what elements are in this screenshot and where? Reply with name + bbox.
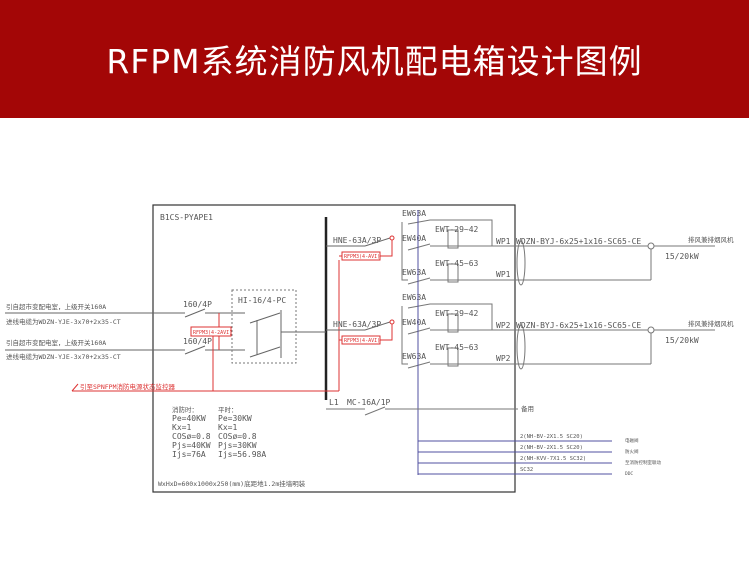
motor-terminal-icon (647, 242, 655, 250)
motor-terminal-icon (647, 326, 655, 334)
fire-param: Ijs=76A (172, 450, 206, 459)
ew-top: EW63A (402, 209, 426, 218)
ewt-1: EWT-29~42 (435, 225, 479, 234)
thermal-relay-icon (447, 229, 459, 249)
cable-spec: WDZN-BYJ-6x25+1x16-SC65-CE (516, 321, 641, 330)
ats-switch: HI-16/4-PC (231, 289, 326, 364)
ew-bot: EW63A (402, 268, 426, 277)
circuit-id: WP2 (496, 321, 511, 330)
circuit-id: WP1 (496, 270, 511, 279)
thermal-relay-icon (447, 313, 459, 333)
spare-circuit: L1 MC-16A/1P 备用 (326, 398, 534, 416)
wire (380, 240, 393, 257)
breaker-contact (364, 321, 391, 331)
cable-bundle-icon (516, 324, 526, 370)
incoming-desc: 引自超市变配电室，上级开关160A (6, 302, 106, 311)
box-dimensions-note: WxHxD=600x1000x250(mm)底距地1.2m挂墙明装 (158, 479, 306, 488)
wire (380, 324, 393, 341)
fire-param: Kx=1 (172, 423, 191, 432)
breaker-label: 160/4P (183, 300, 212, 309)
incoming-desc: 引自超市变配电室，上级开关160A (6, 338, 106, 347)
ats-monitor-module: RFPM3(4-2AVI) (190, 313, 232, 391)
signal-target: 电磁阀 (625, 437, 639, 444)
circuit-id: WP1 (496, 237, 511, 246)
normal-param: Pe=30KW (218, 414, 252, 423)
incoming-cable: 进线电缆为WDZN-YJE-3x70+2x35-CT (6, 317, 121, 326)
wire (401, 222, 408, 281)
ew-top: EW63A (402, 293, 426, 302)
monitor-line-label: 引至SPNFPM消防电源状态监控器 (80, 382, 175, 391)
monitor-label: RFPM3(4-AVI) (344, 338, 380, 344)
normal-param: Kx=1 (218, 423, 237, 432)
load-label: 排风兼排烟风机 (688, 319, 734, 328)
fire-param: Pjs=40KW (172, 441, 211, 450)
thermal-relay-icon (447, 263, 459, 283)
load-power: 15/20kW (665, 336, 699, 345)
fire-title: 消防时： (172, 405, 198, 414)
normal-param: Pjs=30KW (218, 441, 257, 450)
signal-cable: SC32 (520, 467, 533, 473)
spare-phase: L1 (329, 398, 339, 407)
box-name: B1CS-PYAPE1 (160, 213, 213, 222)
incoming-feeder-1: 引自超市变配电室，上级开关160A 进线电缆为WDZN-YJE-3x70+2x3… (5, 300, 245, 326)
ats-label: HI-16/4-PC (238, 296, 286, 305)
cable-spec: WDZN-BYJ-6x25+1x16-SC65-CE (516, 237, 641, 246)
contact (407, 361, 431, 369)
enclosure-frame (152, 204, 516, 493)
monitor-line: 引至SPNFPM消防电源状态监控器 (71, 260, 340, 392)
contact (407, 277, 431, 285)
signal-cable: 2(NH-BV-2X1.5 SC20) (520, 434, 583, 440)
fire-param: Pe=40KW (172, 414, 206, 423)
ew-mid: EW40A (402, 318, 426, 327)
normal-param: Ijs=56.98A (218, 450, 266, 459)
signal-cable: 2(NH-BV-2X1.5 SC20) (520, 445, 583, 451)
spare-breaker: MC-16A/1P (347, 398, 391, 407)
branch-breaker: HNE-63A/3P (333, 320, 381, 329)
normal-title: 平时： (218, 405, 238, 414)
fire-param: COSø=0.8 (172, 432, 211, 441)
load-label: 排风兼排烟风机 (688, 235, 734, 244)
signal-line-1: 2(NH-BV-2X1.5 SC20) 电磁阀 (418, 434, 639, 444)
branch-2: HNE-63A/3P RFPM3(4-AVI) EW63A EW40A EW63A EWT… (326, 293, 734, 370)
signal-line-3: 2(NH-KVV-7X1.5 SC32) 至消防控制室联动 (418, 456, 661, 466)
signal-target: 防火阀 (625, 448, 639, 455)
monitor-label: RFPM3(4-AVI) (344, 254, 380, 260)
spare-label: 备用 (521, 404, 534, 413)
wire (401, 306, 408, 365)
thermal-relay-icon (447, 347, 459, 367)
load-power: 15/20kW (665, 252, 699, 261)
title-banner: RFPM系统消防风机配电箱设计图例 (0, 0, 749, 118)
page-title: RFPM系统消防风机配电箱设计图例 (106, 42, 643, 81)
ewt-1: EWT-29~42 (435, 309, 479, 318)
contact (407, 243, 431, 251)
wire (407, 303, 493, 330)
branch-1: HNE-63A/3P RFPM3(4-AVI) EW63A EW40A EW63A EWT… (326, 209, 734, 286)
incoming-cable: 进线电缆为WDZN-YJE-3x70+2x35-CT (6, 352, 121, 361)
signal-cable: 2(NH-KVV-7X1.5 SC32) (520, 456, 586, 462)
ewt-2: EWT-45~63 (435, 343, 479, 352)
breaker-label: 160/4P (183, 337, 212, 346)
shunt-trip-icon (389, 235, 395, 241)
breaker-contact (364, 237, 391, 247)
contact (407, 327, 431, 335)
incoming-feeder-2: 引自超市变配电室，上级开关160A 进线电缆为WDZN-YJE-3x70+2x3… (5, 337, 245, 361)
wire (407, 219, 493, 246)
ewt-2: EWT-45~63 (435, 259, 479, 268)
branch-breaker: HNE-63A/3P (333, 236, 381, 245)
signal-target: DDC (625, 471, 633, 477)
signal-line-2: 2(NH-BV-2X1.5 SC20) 防火阀 (418, 445, 639, 455)
cable-bundle-icon (516, 240, 526, 286)
ew-mid: EW40A (402, 234, 426, 243)
shunt-trip-icon (389, 319, 395, 325)
ew-bot: EW63A (402, 352, 426, 361)
circuit-id: WP2 (496, 354, 511, 363)
normal-param: COSø=0.8 (218, 432, 257, 441)
monitor-label: RFPM3(4-2AVI) (193, 330, 232, 336)
signal-target: 至消防控制室联动 (625, 459, 661, 466)
